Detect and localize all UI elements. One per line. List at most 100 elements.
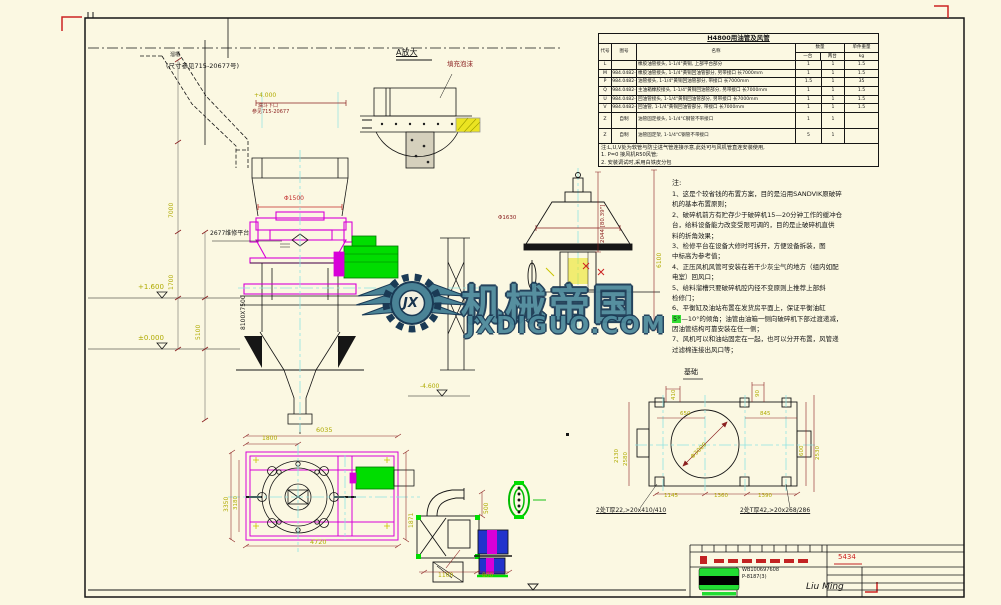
footnote-line: 2. 安装调试时,采用白铁皮分包 <box>601 159 672 166</box>
cell-qty2: 1 <box>822 78 845 87</box>
foundation-callout-right: 2处T厚42,>20x268/286 <box>740 507 811 514</box>
foundation-title: 基础 <box>684 368 698 376</box>
dim-7000: 7000 <box>168 202 175 218</box>
titleblock-code-1: WB100697608 <box>742 567 780 573</box>
foundation-callout-left: 2处T厚22,>20x410/410 <box>596 507 667 514</box>
table-row: Q 984.0482-01 主油箱橡胶接头, 1-1/4"黄铜回油管部分, 另带… <box>599 87 878 96</box>
table-row: P 984.0482-01 油管接头, 1-1/4"黄铜回油管部分, 带接口 长… <box>599 78 878 88</box>
cell-weight: 1.5 <box>857 88 866 94</box>
watermark-brand-text: 机械帝国 <box>461 281 637 329</box>
cell-qty2: 1 <box>822 104 845 113</box>
cell-weight: 1.5 <box>857 96 866 102</box>
cell-code: Z <box>599 128 612 144</box>
note-line: 1、这是个较省钱的布置方案，目的是沿用SANDVIK原破碎 <box>672 190 842 198</box>
foundation-dim-600: 600 <box>799 445 805 457</box>
cell-code: Z <box>599 113 612 128</box>
col-header-qty-group: 数量 一台 两台 <box>796 44 845 60</box>
cell-qty2: 1 <box>822 128 845 144</box>
table-row: U 984.0482-01 回油管接头, 1-1/4"黄铜回油管部分, 另带接口… <box>599 95 878 105</box>
title-block <box>689 544 964 597</box>
cell-qty1: 1 <box>796 69 822 78</box>
general-notes: 注: 1、这是个较省钱的布置方案，目的是沿用SANDVIK原破碎 机的基本布置原… <box>672 178 964 355</box>
foundation-dim-1390: 1390 <box>758 493 772 499</box>
cell-code: M <box>599 69 612 78</box>
foundation-dim-1145: 1145 <box>664 493 678 499</box>
sheet-frame <box>61 5 965 598</box>
footnote-line: 1. P=0 接风机R50风管; <box>601 152 658 159</box>
col-header-no: 图号 <box>612 44 637 60</box>
foundation-dim-845: 845 <box>760 411 771 417</box>
cell-weight: 1.5 <box>857 70 866 76</box>
cell-no: 984.0482-01 <box>612 95 637 104</box>
plan-dim-right: 1871 <box>408 512 415 528</box>
foundation-dim-2530: 2530 <box>815 446 821 460</box>
cell-qty2: 1 <box>822 113 845 128</box>
plan-dim-left: 3350 <box>223 496 230 512</box>
note-line: 中标高为参考值； <box>672 252 724 261</box>
hopper-note-2: 参见715-20677 <box>252 109 290 115</box>
dim-5100: 5100 <box>195 324 202 340</box>
cell-name: 回油管, 1-1/4"黄铜回油管部分, 带接口 长7000mm <box>637 104 796 113</box>
cell-code: L <box>599 61 612 69</box>
col-header-name: 名称 <box>637 44 796 60</box>
parts-table-title: H4800用油管及风管 <box>599 34 878 44</box>
note-line: 3、检修平台在设备大修时可拆开，方便设备拆装，图 <box>672 241 826 250</box>
notes-heading: 注: <box>672 179 682 187</box>
cell-name: 橡胶油管接头, 1-1/4"黄铜, 上部平台部分 <box>637 61 796 69</box>
table-row: V 984.0482-01 回油管, 1-1/4"黄铜回油管部分, 带接口 长7… <box>599 104 878 114</box>
note-line: 6、平衡缸及油站布置在发货房平面上，保证平衡油缸 <box>672 304 826 313</box>
dim-1700: 1700 <box>168 274 175 290</box>
cell-name: 橡胶油管接头, 1-1/4"黄铜回油管部分, 另带接口 长7000mm <box>637 69 796 78</box>
side-total-dim: 6100 <box>656 252 663 268</box>
foam-callout: 填充泡沫 <box>447 60 473 68</box>
cell-qty2: 1 <box>822 69 845 78</box>
plan-dim-bottom: 4720 <box>310 538 327 546</box>
cell-weight: 1.5 <box>857 62 866 67</box>
foundation-dim-650: 650 <box>680 411 691 417</box>
plan-dim-top: 6035 <box>316 426 333 434</box>
cell-qty1: 1 <box>796 61 822 69</box>
table-row: M 984.0482-01 橡胶油管接头, 1-1/4"黄铜回油管部分, 另带接… <box>599 69 878 79</box>
detail-a-title: A放大 <box>396 48 418 57</box>
note-line: 台，给料设备能力改变受限可调的，目的是止破碎机直供 <box>672 221 835 230</box>
cell-qty1: 5 <box>796 128 822 144</box>
note-line: 5、给料溜槽只要破碎机腔内径不变原则上推荐上部斜 <box>672 283 826 292</box>
cell-code: P <box>599 78 612 87</box>
cell-name: 主油箱橡胶接头, 1-1/4"黄铜回油管部分, 另带接口 长7000mm <box>637 87 796 95</box>
col-header-weight-unit: kg <box>858 54 865 59</box>
foundation-dim-2130: 2130 <box>614 449 620 463</box>
parts-table-footnotes: 注:L,U,V处为软管与防尘进气管连接示意,此处可与风机管直连安装使用, 1. … <box>599 144 878 166</box>
cell-weight: 1.5 <box>857 105 866 111</box>
note-line: 2、破碎机前方有贮存少于破碎机15—20分钟工作的缓冲仓 <box>672 210 843 219</box>
chute-label: 溜槽 <box>170 52 181 58</box>
platform-label: 2677维修平台 <box>210 230 250 237</box>
cell-qty2: 1 <box>822 95 845 104</box>
cell-weight <box>845 113 878 128</box>
table-row: Z 自制 油管固定接头, 1-1/4"C钢管不带接口 1 1 <box>599 113 878 129</box>
elev-pit-label: -4.600 <box>420 383 440 390</box>
table-row: Z 自制 油管固定架, 1-1/4"C钢管不带接口 5 1 <box>599 128 878 145</box>
note-line: 因油管结构可靠安装在任一侧； <box>672 325 763 334</box>
cell-no: 984.0482-01 <box>612 87 637 95</box>
titleblock-code-2: P-8187(3) <box>742 574 767 580</box>
col-header-qty-two: 两台 <box>827 54 837 59</box>
cell-no: 984.0482-01 <box>612 78 637 87</box>
cell-no: 自制 <box>612 113 637 128</box>
foundation-dim-410: 410 <box>671 389 677 401</box>
cell-no: 984.0482-01 <box>612 104 637 113</box>
col-header-weight: 单件重量 <box>845 44 878 53</box>
side-height-dim: 2044 [80.39"] <box>600 204 606 243</box>
col-header-weight-group: 单件重量 kg <box>845 44 878 60</box>
col-header-code: 代号 <box>599 44 612 60</box>
cell-no: 984.0482-01 <box>612 69 637 78</box>
foundation-dim-2580: 2580 <box>623 452 629 466</box>
watermark-site-text: JXDIGUO.COM <box>466 313 667 339</box>
note-line-highlighted: 5°—10°的倾角；油管由油箱一侧向破碎机下部过渡递减， <box>672 314 964 324</box>
note-line: 7、风机可以和油站固定在一起，也可以分开布置，风管递 <box>672 335 839 344</box>
cell-code: Q <box>599 87 612 95</box>
note-highlight: 5° <box>672 314 682 323</box>
cell-weight <box>845 129 878 144</box>
cell-name: 油管接头, 1-1/4"黄铜回油管部分, 带接口 长7000mm <box>637 78 796 87</box>
